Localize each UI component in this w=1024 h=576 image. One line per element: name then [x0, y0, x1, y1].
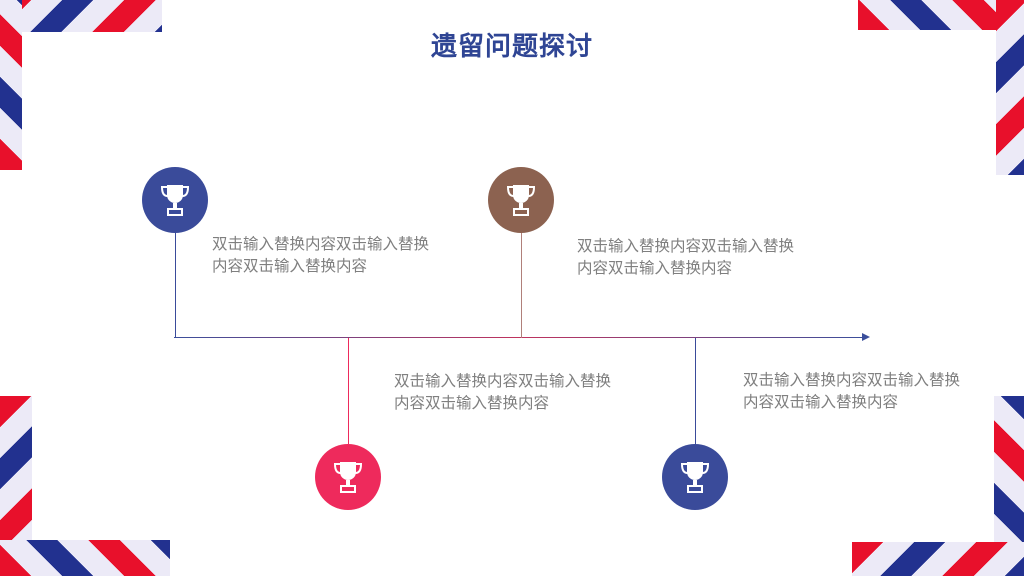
- milestone-circle-2: [488, 167, 554, 233]
- milestone-text-3: 双击输入替换内容双击输入替换内容双击输入替换内容: [394, 372, 612, 412]
- stripe-border-bottom-left: [0, 540, 170, 576]
- milestone-text-4: 双击输入替换内容双击输入替换内容双击输入替换内容: [743, 371, 961, 411]
- timeline-connector-1: [175, 232, 176, 338]
- milestone-circle-3: [315, 444, 381, 510]
- milestone-text-2: 双击输入替换内容双击输入替换内容双击输入替换内容: [577, 237, 795, 277]
- stripe-border-top-left: [0, 0, 162, 32]
- timeline-arrow-icon: [862, 333, 870, 341]
- trophy-icon: [160, 185, 190, 216]
- timeline-connector-2: [521, 232, 522, 338]
- milestone-circle-4: [662, 444, 728, 510]
- stripe-border-right-upper: [996, 0, 1024, 175]
- slide-title: 遗留问题探讨: [430, 32, 593, 62]
- timeline-connector-4: [695, 338, 696, 444]
- milestone-circle-1: [142, 167, 208, 233]
- trophy-icon: [506, 185, 536, 216]
- stripe-border-left-upper: [0, 0, 22, 170]
- milestone-text-1: 双击输入替换内容双击输入替换内容双击输入替换内容: [212, 235, 430, 275]
- trophy-icon: [333, 462, 363, 493]
- timeline-connector-3: [348, 338, 349, 444]
- trophy-icon: [680, 462, 710, 493]
- timeline-axis: [174, 337, 864, 338]
- stripe-border-bottom-right: [852, 542, 1024, 576]
